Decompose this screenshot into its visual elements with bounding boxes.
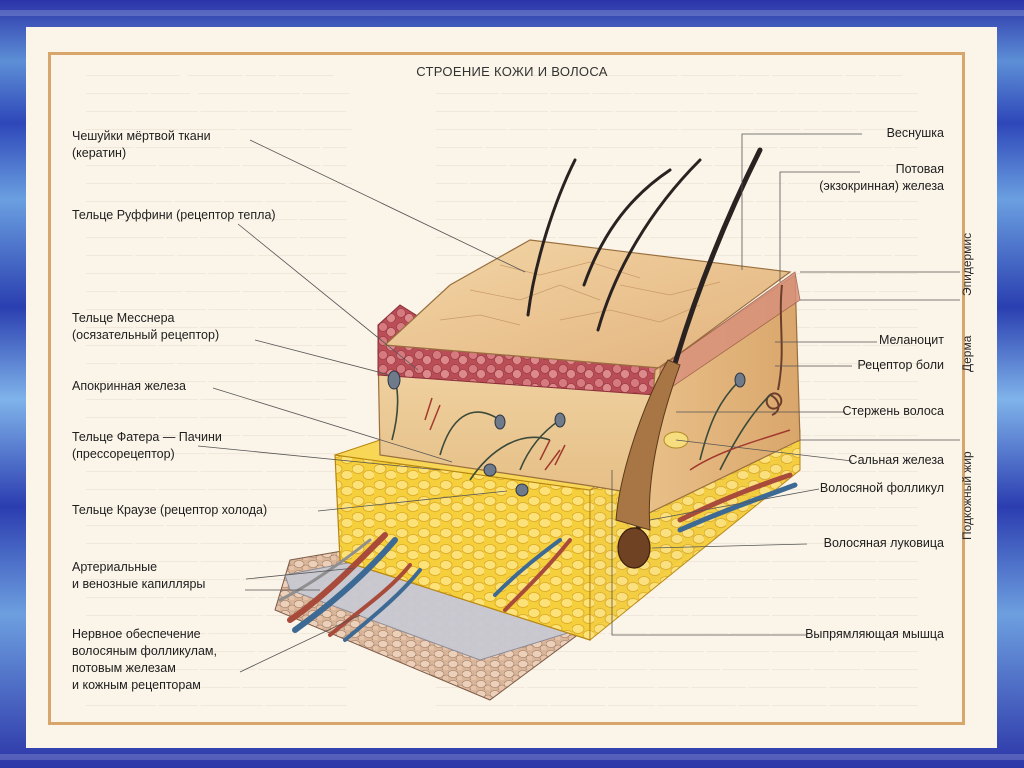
label-hair-follicle: Волосяной фолликул <box>819 481 944 495</box>
hair-follicle <box>615 359 681 531</box>
label-pacinian-corpuscle: Тельце Фатера — Пачини (прессорецептор) <box>72 430 222 461</box>
label-krause-bulb: Тельце Краузе (рецептор холода) <box>72 503 268 517</box>
artery-3 <box>503 538 572 612</box>
label-hair-bulb: Волосяная луковица <box>823 536 944 550</box>
epidermis-top <box>383 239 792 369</box>
hair-2 <box>582 168 672 287</box>
label-melanocyte: Меланоцит <box>878 333 944 347</box>
label-freckle: Веснушка <box>886 126 944 140</box>
layer-label-subcutaneous-fat: Подкожный жир <box>960 451 974 540</box>
layer-label-dermis: Дерма <box>960 335 974 372</box>
sweat-duct <box>777 284 783 391</box>
label-ruffini-corpuscle: Тельце Руффини (рецептор тепла) <box>72 208 276 222</box>
vein-1 <box>292 537 398 633</box>
vein-2 <box>343 568 422 642</box>
layer-label-epidermis: Эпидермис <box>960 232 974 296</box>
label-sebaceous-gland: Сальная железа <box>848 453 944 467</box>
label-apocrine-gland: Апокринная железа <box>72 379 187 393</box>
hair-3 <box>596 158 702 332</box>
vein-4 <box>677 482 798 533</box>
diagram-title: СТРОЕНИЕ КОЖИ И ВОЛОСА <box>416 64 608 79</box>
nerve-bundle <box>278 538 372 602</box>
artery-2 <box>328 563 412 637</box>
slide: ──────────── ─────── ──── ─────── ──────… <box>26 27 997 748</box>
hair-bulb <box>617 527 651 569</box>
label-arrector-muscle: Выпрямляющая мышца <box>805 627 944 641</box>
label-pain-receptor: Рецептор боли <box>857 358 944 372</box>
label-keratin-scales: Чешуйки мёртвой ткани (кератин) <box>72 129 211 160</box>
label-nerve-supply: Нервное обеспечение волосяным фолликулам… <box>72 627 217 692</box>
sweat-coil <box>765 392 783 416</box>
label-hair-shaft: Стержень волоса <box>842 404 944 418</box>
label-sweat-gland: Потовая (экзокринная) железа <box>819 162 944 193</box>
label-capillaries: Артериальные и венозные капилляры <box>72 560 206 591</box>
hair-1 <box>526 158 577 317</box>
artery-1 <box>287 532 388 623</box>
label-meissner-corpuscle: Тельце Месснера (осязательный рецептор) <box>72 311 220 342</box>
vein-3 <box>493 538 562 597</box>
artery-4 <box>677 472 793 523</box>
